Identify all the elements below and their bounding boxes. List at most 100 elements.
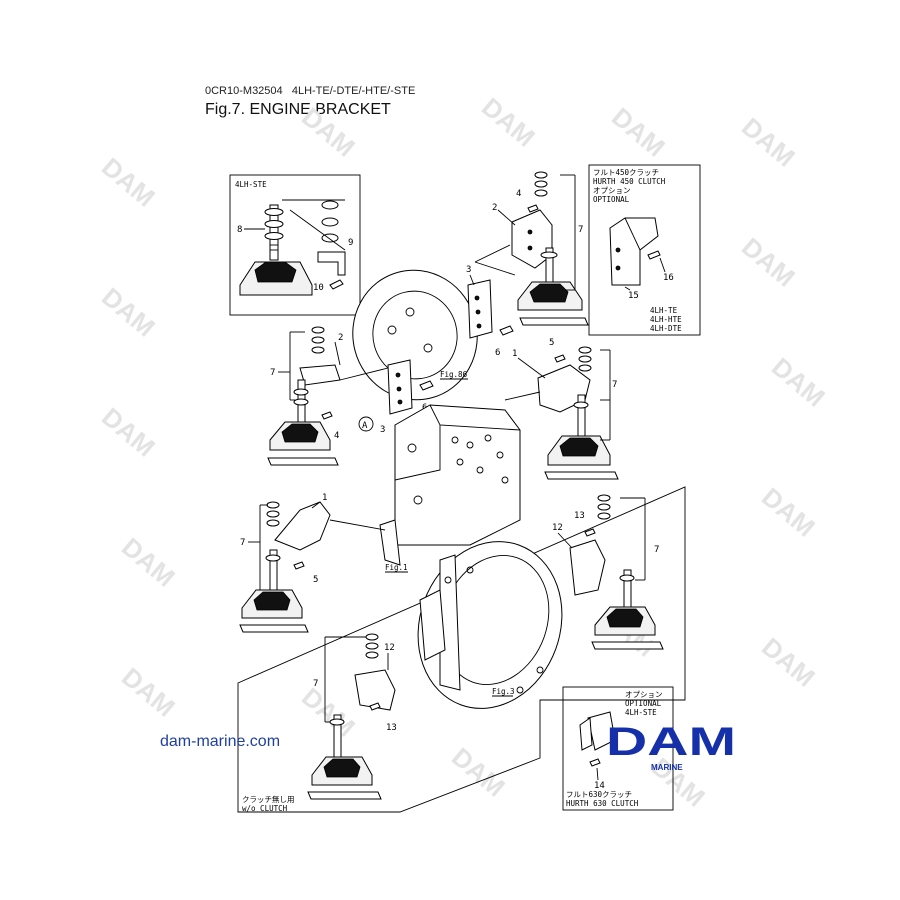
bolt bbox=[499, 325, 514, 336]
hurth450-jp: フルト450クラッチ bbox=[593, 168, 659, 177]
washer bbox=[264, 232, 284, 240]
rubber-insulator bbox=[281, 423, 319, 443]
watermark: DAM bbox=[736, 112, 801, 173]
washer bbox=[597, 512, 611, 520]
optional-jp: オプション bbox=[593, 186, 631, 195]
bolt bbox=[329, 279, 344, 290]
rubber-insulator bbox=[559, 437, 599, 457]
mount-assembly-right-mid: 1 5 7 bbox=[504, 338, 619, 480]
inset-4lh-ste: 4LH-STE 8 9 10 bbox=[229, 174, 361, 316]
bracket-1 bbox=[274, 501, 331, 551]
callout-7: 7 bbox=[578, 225, 583, 235]
callout-2: 2 bbox=[492, 203, 497, 213]
callout-9: 9 bbox=[348, 238, 353, 248]
bolt bbox=[321, 411, 333, 420]
dam-marine-logo: DAM MARINE bbox=[606, 720, 736, 772]
watermark: DAM bbox=[446, 742, 511, 803]
rubber-insulator bbox=[606, 608, 644, 628]
callout-12: 12 bbox=[552, 523, 563, 533]
website-link[interactable]: dam-marine.com bbox=[160, 733, 281, 750]
flywheel-housing bbox=[352, 269, 478, 401]
fig-ref-1: Fig.1 bbox=[385, 563, 408, 572]
mount-assembly-panel-right: 12 13 7 bbox=[552, 494, 664, 650]
panel-without-clutch: Fig.3 12 13 7 bbox=[237, 486, 686, 813]
bracket-2 bbox=[299, 364, 341, 386]
optional-en: OPTIONAL bbox=[593, 195, 630, 204]
washer bbox=[365, 651, 379, 659]
callout-15: 15 bbox=[628, 291, 639, 301]
rubber-insulator bbox=[529, 283, 569, 303]
model-4lh-hte: 4LH-HTE bbox=[650, 315, 682, 324]
doc-number: 0CR10-M32504 bbox=[205, 85, 283, 97]
nut bbox=[365, 633, 379, 641]
callout-7: 7 bbox=[313, 679, 318, 689]
inset-label: 4LH-STE bbox=[235, 180, 267, 189]
bracket-3-lower: 6 3 Fig.86 bbox=[380, 359, 468, 435]
callout-8: 8 bbox=[237, 225, 242, 235]
watermark: DAM bbox=[96, 282, 161, 343]
nut bbox=[321, 200, 339, 210]
model-4lh-dte: 4LH-DTE bbox=[650, 324, 682, 333]
callout-5: 5 bbox=[549, 338, 554, 348]
rubber-insulator bbox=[323, 758, 361, 778]
engine-block: Fig.1 bbox=[379, 404, 521, 573]
hurth630-jp: フルト630クラッチ bbox=[566, 790, 632, 799]
washer bbox=[534, 180, 548, 188]
mount-assembly-upper-right: 4 2 7 bbox=[474, 171, 589, 326]
watermark: DAM bbox=[296, 102, 361, 163]
bolt bbox=[419, 380, 434, 391]
model-4lh-te: 4LH-TE bbox=[650, 306, 678, 315]
washer bbox=[578, 364, 592, 372]
nut bbox=[311, 326, 325, 334]
watermark: DAM bbox=[116, 662, 181, 723]
washer bbox=[264, 208, 284, 216]
callout-6: 6 bbox=[495, 348, 500, 358]
callout-7: 7 bbox=[612, 380, 617, 390]
watermark: DAM bbox=[96, 152, 161, 213]
watermark: DAM bbox=[756, 632, 821, 693]
bolt bbox=[589, 758, 601, 767]
watermark: DAM bbox=[756, 482, 821, 543]
washer bbox=[321, 217, 339, 227]
callout-16: 16 bbox=[663, 273, 674, 283]
panel-frame bbox=[237, 486, 686, 813]
fig-ref-3: Fig.3 bbox=[492, 687, 515, 696]
callout-10: 10 bbox=[313, 283, 324, 293]
logo-subtitle: MARINE bbox=[651, 763, 683, 772]
fig-ref-86: Fig.86 bbox=[440, 370, 468, 379]
inset-frame bbox=[588, 164, 701, 336]
bell-housing: Fig.3 bbox=[417, 541, 563, 709]
bolt bbox=[647, 250, 661, 260]
washer bbox=[578, 355, 592, 363]
inset-frame bbox=[229, 174, 361, 316]
washer bbox=[266, 519, 280, 527]
callout-7: 7 bbox=[270, 368, 275, 378]
hurth630-en: HURTH 630 CLUTCH bbox=[566, 799, 639, 808]
washer bbox=[311, 336, 325, 344]
nut bbox=[534, 171, 548, 179]
inset-hurth-630: オプション OPTIONAL 4LH-STE 14 フルト630クラッチ HUR… bbox=[562, 686, 674, 811]
optional-jp: オプション bbox=[625, 690, 663, 699]
callout-13: 13 bbox=[386, 723, 397, 733]
bolt bbox=[369, 702, 381, 711]
logo-wordmark: DAM bbox=[606, 720, 736, 764]
bracket-plate bbox=[317, 251, 346, 276]
view-marker-a: A bbox=[358, 416, 374, 432]
no-clutch-en: w/o CLUTCH bbox=[242, 804, 288, 813]
washer bbox=[534, 189, 548, 197]
bracket-12 bbox=[354, 669, 396, 711]
washer bbox=[597, 503, 611, 511]
marker-label: A bbox=[362, 421, 368, 431]
callout-7: 7 bbox=[240, 538, 245, 548]
rubber-insulator bbox=[253, 591, 291, 611]
figure-title: Fig.7. ENGINE BRACKET bbox=[205, 101, 391, 118]
bracket-3-upper: 3 6 bbox=[466, 265, 514, 358]
watermark: DAM bbox=[476, 92, 541, 153]
mount-assembly-left-lower: 1 5 7 bbox=[239, 493, 386, 633]
callout-14: 14 bbox=[594, 781, 605, 791]
callout-3: 3 bbox=[466, 265, 471, 275]
callout-5: 5 bbox=[313, 575, 318, 585]
callout-4: 4 bbox=[516, 189, 521, 199]
